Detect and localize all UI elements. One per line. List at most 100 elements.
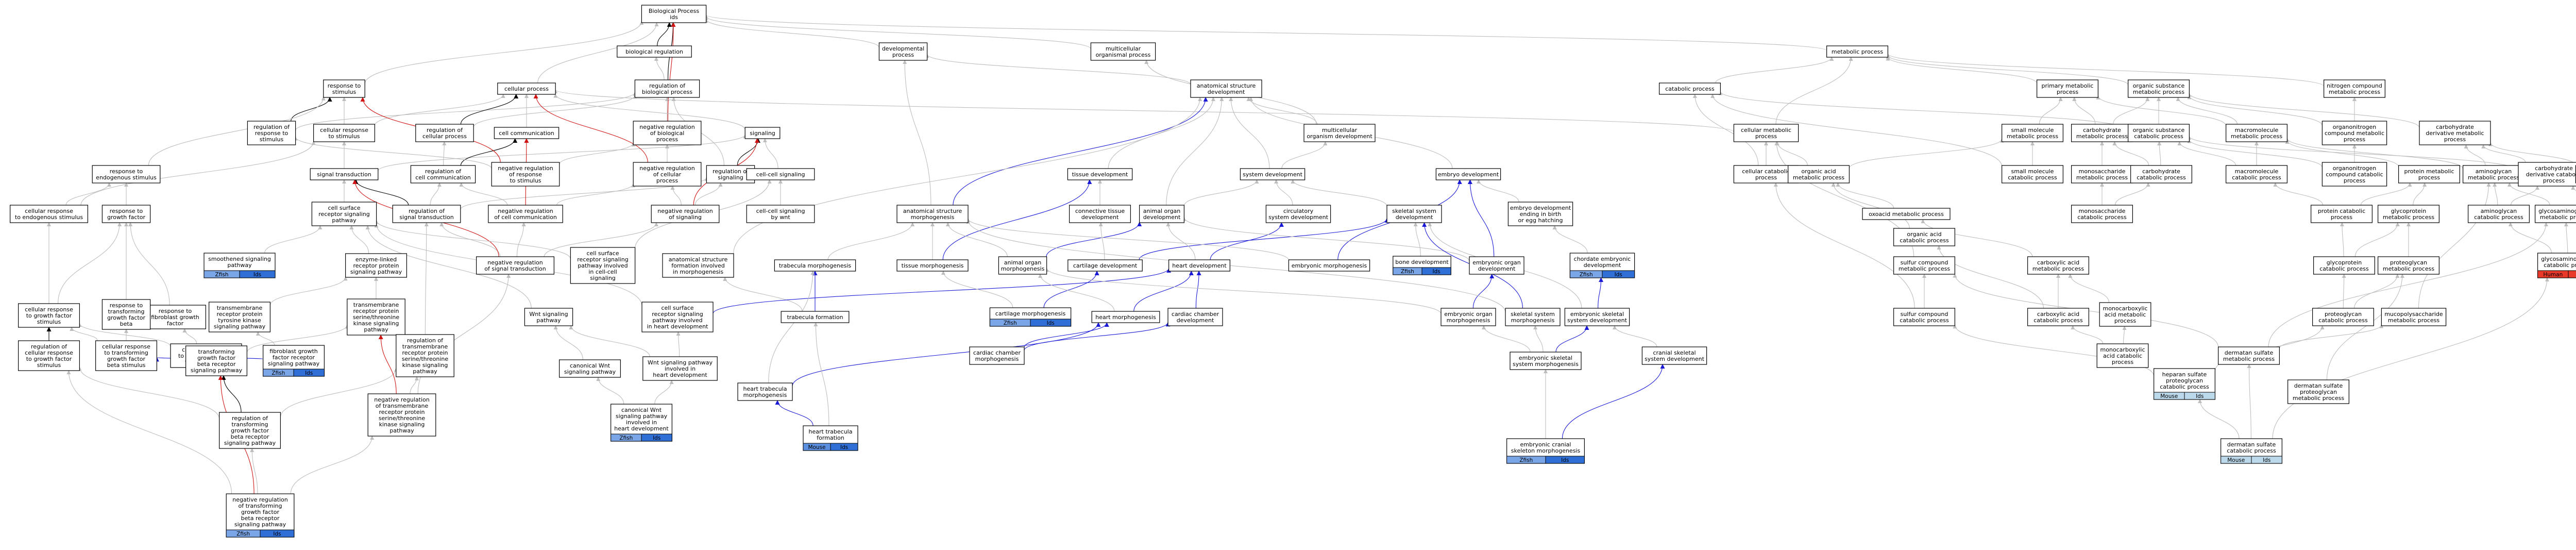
go-term-node-embdev[interactable]: embryo development bbox=[1435, 168, 1501, 180]
go-term-node-signaling[interactable]: signaling bbox=[744, 127, 781, 139]
go-term-node-tissuedev[interactable]: tissue development bbox=[1067, 168, 1133, 180]
go-term-node-glycosaminocat[interactable]: glycosaminoglycancatabolic processHumanI… bbox=[2537, 253, 2576, 278]
go-term-node-sigtrans[interactable]: signal transduction bbox=[310, 168, 379, 180]
go-term-node-catab[interactable]: catabolic process bbox=[1659, 82, 1721, 95]
go-term-node-cellproc[interactable]: cellular process bbox=[497, 82, 556, 95]
go-term-node-heartmorph[interactable]: heart morphogenesis bbox=[1091, 311, 1160, 323]
go-term-node-bioreg[interactable]: biological regulation bbox=[617, 45, 692, 58]
go-term-node-cellcomm[interactable]: cell communication bbox=[494, 127, 560, 139]
go-term-node-glycosamino[interactable]: glycosaminoglycanmetabolic process bbox=[2535, 205, 2576, 223]
go-term-node-tissuemorph[interactable]: tissue morphogenesis bbox=[896, 259, 969, 272]
go-term-node-heartdev[interactable]: heart development bbox=[1168, 259, 1231, 272]
go-term-node-cartdev[interactable]: cartilage development bbox=[1067, 259, 1143, 272]
go-term-node-metab[interactable]: metabolic process bbox=[1826, 45, 1889, 58]
go-term-node-sysdev[interactable]: system development bbox=[1240, 168, 1306, 180]
